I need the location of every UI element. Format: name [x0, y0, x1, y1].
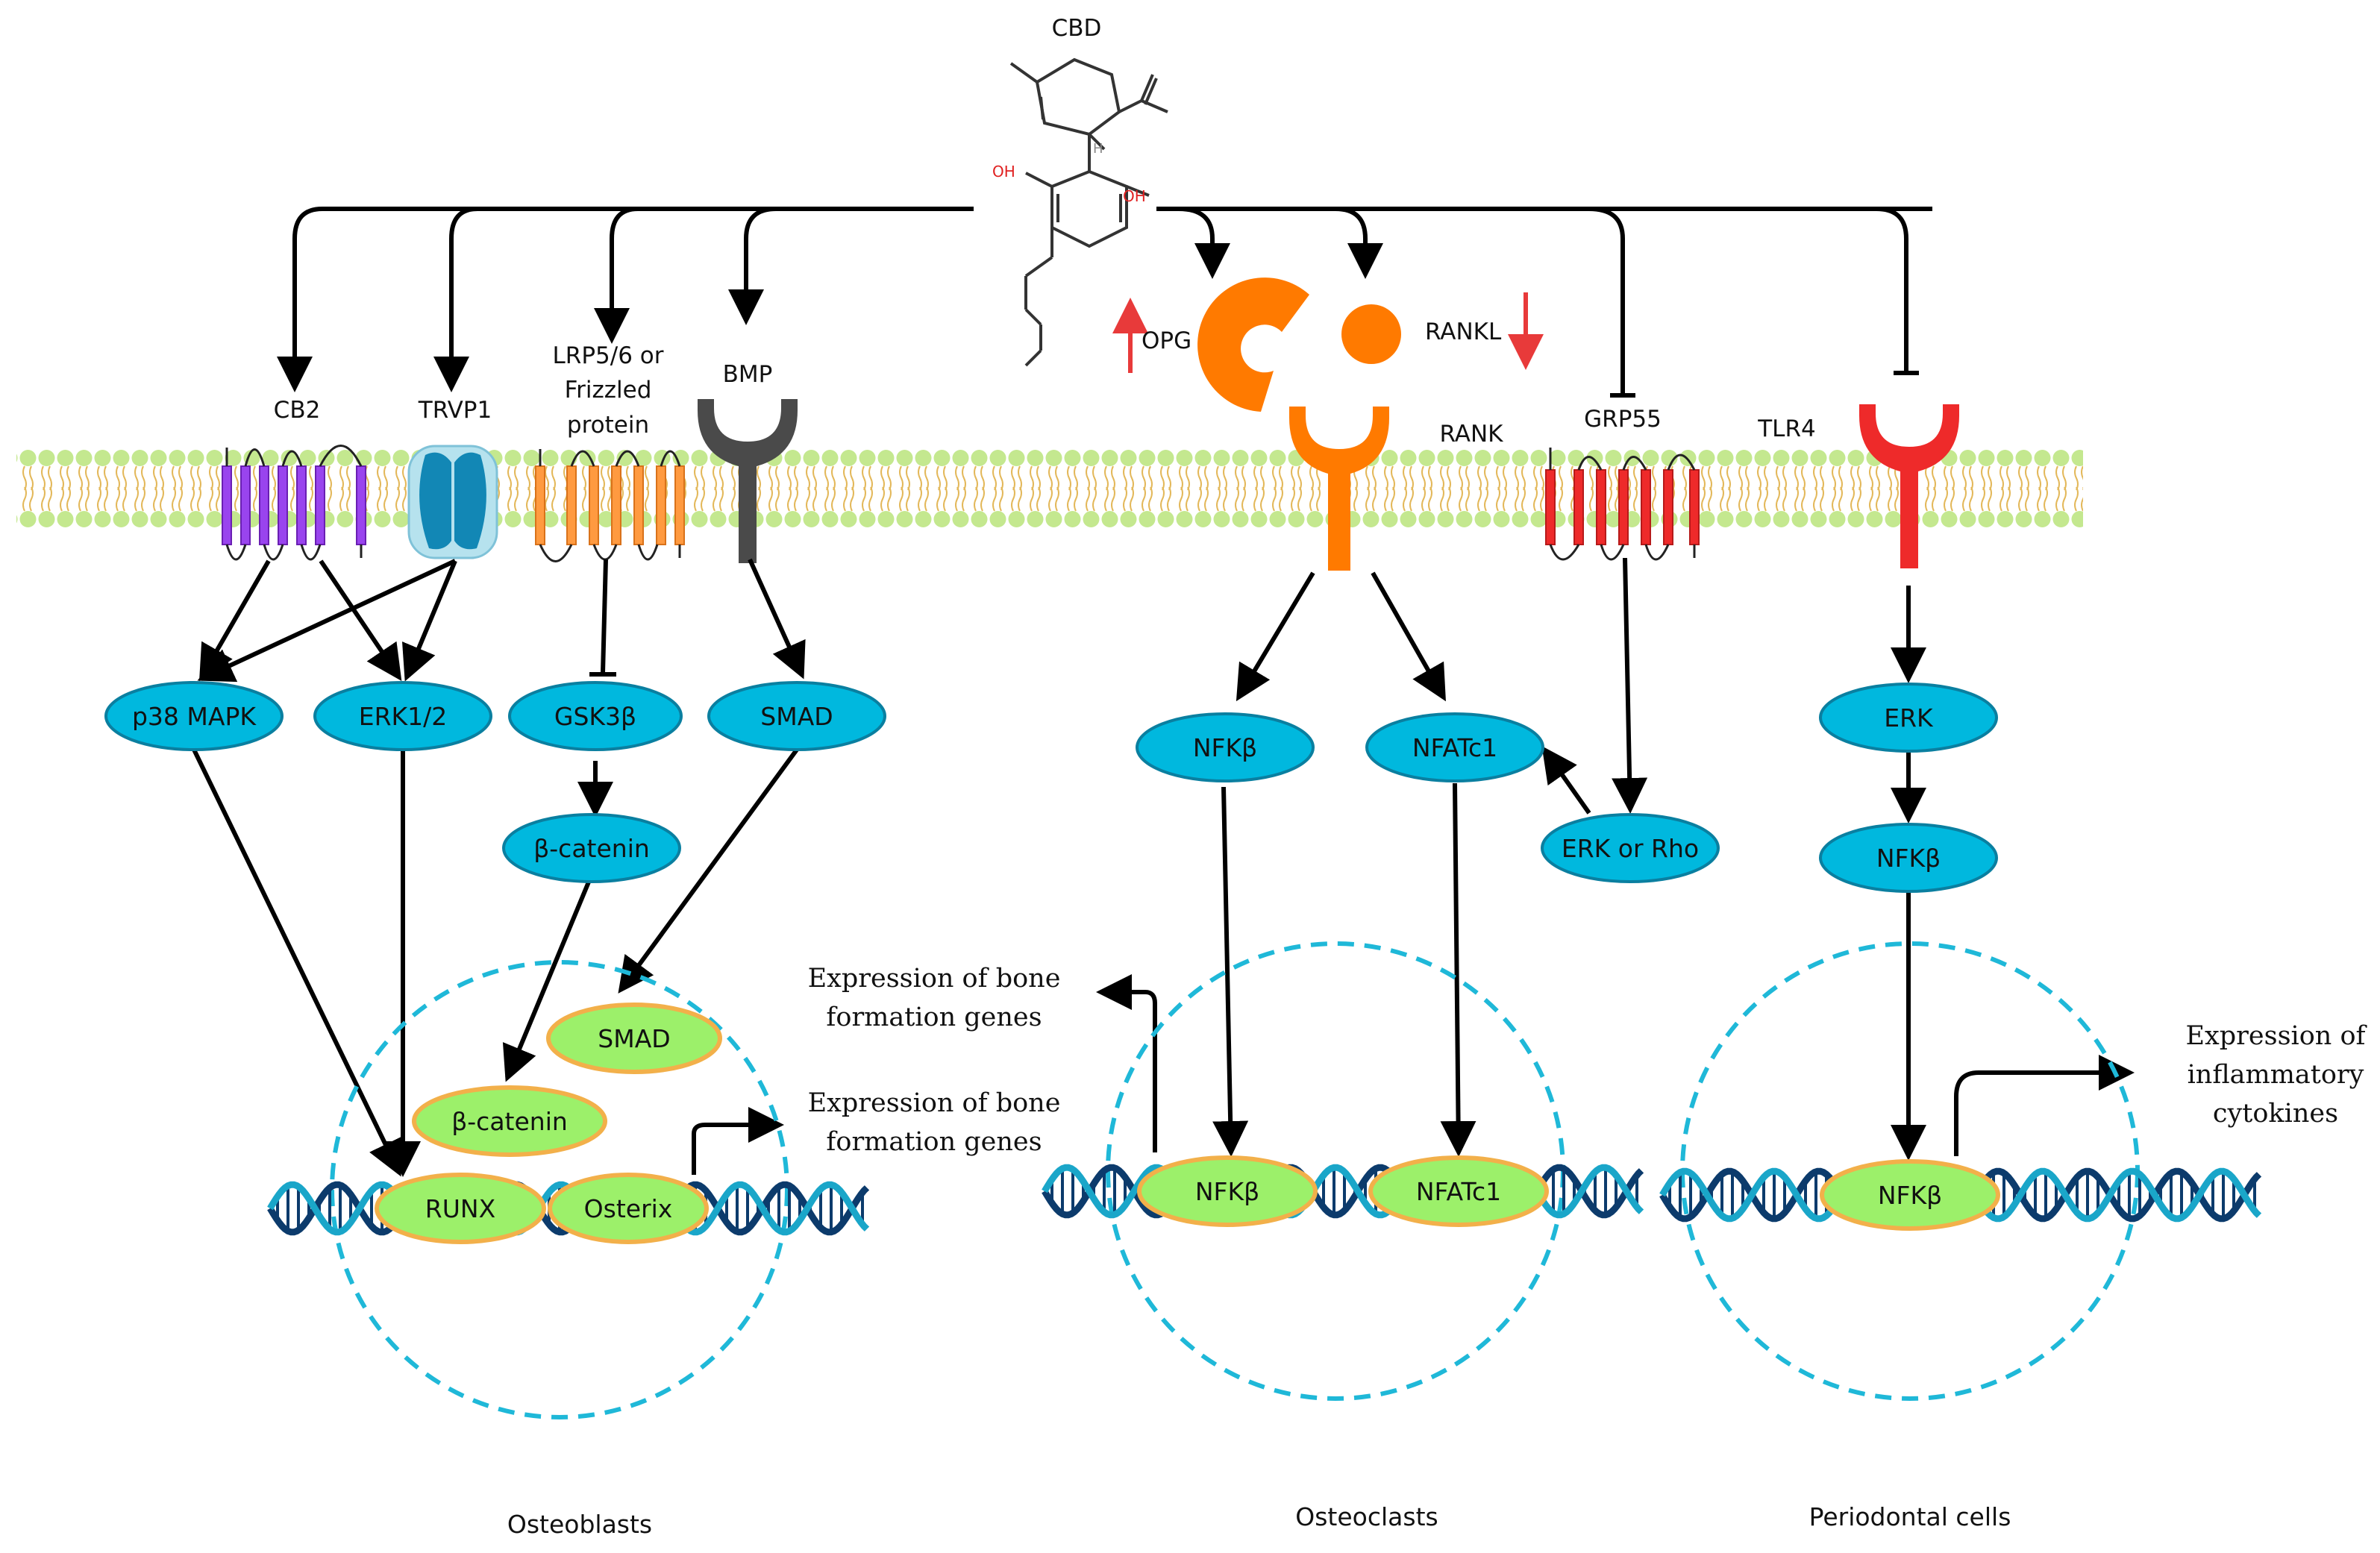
opg-ligand [1197, 277, 1309, 412]
svg-text:ERK: ERK [1884, 703, 1934, 732]
p38-mapk-node: p38 MAPK [104, 681, 284, 751]
svg-text:GSK3β: GSK3β [554, 702, 636, 731]
svg-text:Osterix: Osterix [584, 1194, 673, 1223]
nfkb-osteoclast-nuclear-node: NFKβ [1137, 1155, 1318, 1227]
trvp1-label: TRVP1 [418, 397, 492, 424]
opg-label: OPG [1142, 327, 1191, 354]
grp55-label: GRP55 [1584, 406, 1662, 433]
smad-node: SMAD [707, 681, 886, 751]
cb2-receptor [222, 445, 366, 561]
erk-periodontal-node: ERK [1819, 683, 1998, 753]
cbd-molecule [1009, 57, 1168, 367]
cytoplasm-nodes: p38 MAPK ERK1/2 GSK3β SMAD β-catenin NFK… [104, 681, 1998, 893]
cbd-label: CBD [1052, 15, 1102, 42]
erk-or-rho-node: ERK or Rho [1541, 813, 1720, 883]
oh-right-label: OH [1123, 187, 1146, 205]
oc-expression-line2: formation genes [826, 1003, 1042, 1032]
beta-catenin-nuclear-node: β-catenin [412, 1085, 607, 1157]
bmp-label: BMP [723, 361, 773, 388]
nfkb-periodontal-node: NFKβ [1819, 823, 1998, 893]
svg-text:ERK1/2: ERK1/2 [359, 702, 448, 731]
osterix-node: Osterix [548, 1173, 709, 1244]
osteoblasts-label: Osteoblasts [507, 1510, 652, 1539]
oc-expression-line1: Expression of bone [808, 964, 1061, 994]
svg-text:NFATc1: NFATc1 [1416, 1177, 1501, 1206]
lrp-frizzled-receptor [535, 449, 685, 562]
osteoclasts-label: Osteoclasts [1295, 1502, 1438, 1531]
oh-left-label: OH [992, 163, 1015, 181]
rankl-label: RANKL [1425, 319, 1502, 345]
svg-text:ERK or Rho: ERK or Rho [1562, 834, 1699, 863]
svg-text:NFKβ: NFKβ [1876, 844, 1941, 873]
lrp-label-line2: Frizzled [565, 377, 652, 404]
nfkb-periodontal-nuclear-node: NFKβ [1820, 1159, 2000, 1231]
ob-expression-line1: Expression of bone [808, 1088, 1061, 1118]
rank-label: RANK [1439, 421, 1503, 448]
erk12-node: ERK1/2 [313, 681, 492, 751]
signal-arrows [192, 557, 2135, 1177]
pd-expression-line1: Expression of [2185, 1021, 2367, 1051]
bmp-receptor [698, 399, 798, 563]
trvp1-channel [407, 445, 498, 559]
cb2-label: CB2 [274, 397, 321, 424]
gsk3b-node: GSK3β [508, 681, 683, 751]
svg-text:SMAD: SMAD [598, 1024, 670, 1053]
svg-text:NFKβ: NFKβ [1195, 1177, 1259, 1206]
runx-node: RUNX [375, 1173, 546, 1244]
svg-text:RUNX: RUNX [425, 1194, 495, 1223]
nfatc1-nuclear-node: NFATc1 [1368, 1155, 1549, 1227]
svg-text:SMAD: SMAD [760, 702, 833, 731]
svg-text:NFKβ: NFKβ [1878, 1181, 1942, 1210]
beta-catenin-node: β-catenin [502, 813, 681, 883]
cbd-distribution-lines [277, 207, 1932, 398]
svg-text:NFKβ: NFKβ [1193, 733, 1257, 762]
nuclear-nodes: SMAD β-catenin RUNX Osterix NFKβ NFATc1 … [375, 1003, 2000, 1244]
rank-receptor [1289, 407, 1389, 571]
nfkb-osteoclast-node: NFKβ [1136, 712, 1315, 782]
h-label: H [1093, 141, 1103, 157]
svg-text:NFATc1: NFATc1 [1412, 733, 1497, 762]
svg-text:β-catenin: β-catenin [533, 834, 650, 863]
grp55-receptor [1545, 448, 1700, 561]
rankl-ligand [1341, 304, 1401, 364]
cell-membrane [16, 444, 2083, 541]
tlr4-label: TLR4 [1757, 415, 1815, 442]
pd-expression-line2: inflammatory [2188, 1060, 2364, 1090]
dna-osteoclast [1042, 1164, 1644, 1219]
lrp-label-line3: protein [567, 412, 649, 439]
periodontal-label: Periodontal cells [1809, 1502, 2011, 1531]
smad-nuclear-node: SMAD [546, 1003, 722, 1074]
pd-expression-line3: cytokines [2213, 1099, 2338, 1129]
lrp-label-line1: LRP5/6 or [553, 342, 664, 369]
nfatc1-node: NFATc1 [1365, 712, 1544, 782]
tlr4-receptor [1859, 404, 1959, 568]
svg-text:p38 MAPK: p38 MAPK [132, 702, 257, 731]
svg-text:β-catenin: β-catenin [451, 1107, 568, 1136]
ob-expression-line2: formation genes [826, 1127, 1042, 1157]
